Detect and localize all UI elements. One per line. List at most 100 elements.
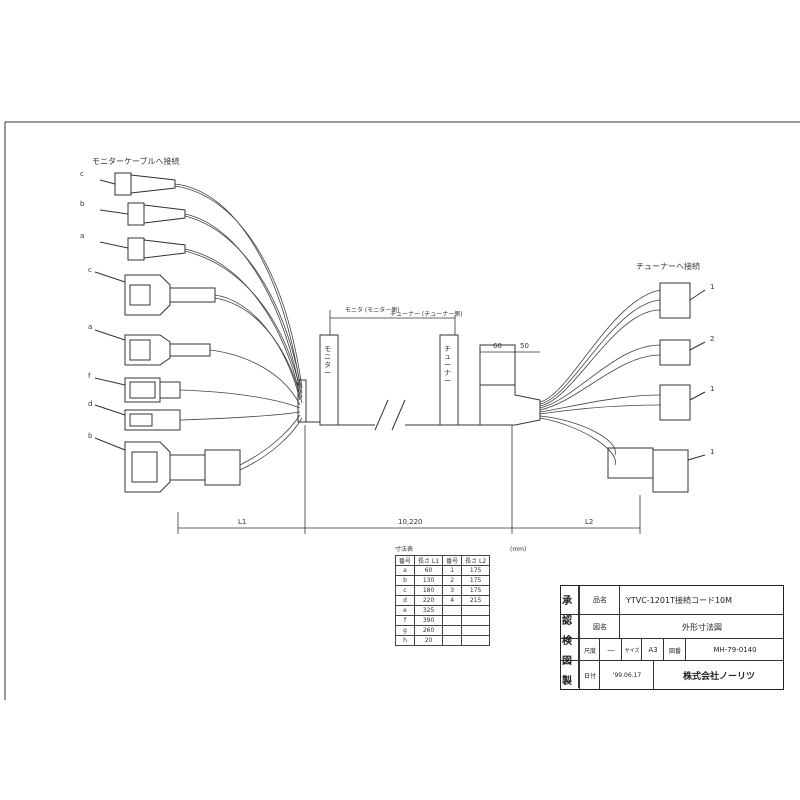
table-cell: 2 <box>442 575 463 586</box>
right-connector-label: 1 <box>710 385 715 393</box>
multipin-connector-4 <box>94 404 181 431</box>
size-label: サイズ <box>621 639 642 661</box>
table-cell: 390 <box>414 615 444 626</box>
table-header: 番号 <box>394 555 416 566</box>
table-cell: 4 <box>442 595 463 606</box>
title-side-column <box>560 585 579 688</box>
table-cell: d <box>394 595 416 606</box>
dim-50: 50 <box>520 342 529 350</box>
table-header: 番号 <box>442 555 463 566</box>
right-connector-1 <box>659 282 706 319</box>
left-wire-bundle <box>174 183 303 471</box>
number-label: 図番 <box>663 639 686 661</box>
table-cell <box>461 615 491 626</box>
right-connector-2 <box>659 339 706 366</box>
drawing-label: 図名 <box>579 615 620 639</box>
company-row: 日付 '99.06.17 株式会社ノーリツ <box>561 660 783 690</box>
table-cell: 3 <box>442 585 463 596</box>
table-header: 長さ L1 <box>414 555 444 566</box>
length-l2: L2 <box>585 518 594 526</box>
table-cell: 175 <box>461 585 491 596</box>
table-cell: 325 <box>414 605 444 616</box>
drawing-name: 外形寸法図 <box>619 615 784 639</box>
title-block: 品名 YTVC-1201T接続コード10M 図名 外形寸法図 尺度 ― サイズ … <box>560 585 784 690</box>
multipin-connector-5 <box>94 437 241 493</box>
dimension-lines <box>177 310 641 534</box>
right-connector-label: 2 <box>710 335 715 343</box>
rca-connector-3 <box>99 237 186 261</box>
product-name: YTVC-1201T接続コード10M <box>619 586 790 614</box>
table-cell: c <box>394 585 416 596</box>
info-row: 尺度 ― サイズ A3 図番 MH-79-0140 <box>561 638 783 661</box>
rca-connector-1 <box>99 172 176 196</box>
multipin-connector-1 <box>94 271 216 316</box>
date-label: 日付 <box>579 661 600 690</box>
table-cell <box>442 625 463 636</box>
left-connector-label: b <box>80 200 85 208</box>
product-row: 品名 YTVC-1201T接続コード10M <box>561 586 783 614</box>
side-char: 図 <box>562 656 572 667</box>
main-cable <box>297 334 541 431</box>
side-char: 承 <box>562 596 572 607</box>
right-connector-4 <box>607 447 706 493</box>
company-name: 株式会社ノーリツ <box>653 661 784 690</box>
tuner-block-label: チューナー <box>444 345 451 385</box>
table-cell: 1 <box>442 565 463 576</box>
table-cell: 175 <box>461 575 491 586</box>
tuner-box-top <box>479 344 516 386</box>
drawing-row: 図名 外形寸法図 <box>561 614 783 639</box>
table-header: 長さ L2 <box>461 555 491 566</box>
table-cell: b <box>394 575 416 586</box>
table-cell: g <box>394 625 416 636</box>
table-cell: 130 <box>414 575 444 586</box>
monitor-side-label: モニタ (モニター側) <box>345 307 400 314</box>
table-cell <box>461 605 491 616</box>
length-l1: L1 <box>238 518 247 526</box>
table-cell <box>461 635 491 646</box>
right-connector-label: 1 <box>710 448 715 456</box>
left-connector-label: a <box>88 323 93 331</box>
table-cell <box>461 625 491 636</box>
left-connector-label: a <box>80 232 85 240</box>
left-connector-label: d <box>88 400 93 408</box>
monitor-block-label: モニター <box>324 345 331 377</box>
table-cell: 180 <box>414 585 444 596</box>
table-cell: 20 <box>414 635 444 646</box>
monitor-cable-label: モニターケーブルへ接続 <box>92 157 180 166</box>
right-wire-bundle <box>539 289 661 466</box>
tuner-tube <box>439 334 459 426</box>
right-connectors <box>607 282 706 493</box>
rca-connector-2 <box>99 202 186 226</box>
left-connector-label: c <box>80 170 84 178</box>
monitor-tube <box>319 334 339 426</box>
table-cell: f <box>394 615 416 626</box>
table-cell: a <box>394 565 416 576</box>
left-connector-label: b <box>88 432 93 440</box>
tuner-connect-label: チューナーへ接続 <box>636 262 700 271</box>
side-char: 検 <box>562 636 572 647</box>
table-cell: 260 <box>414 625 444 636</box>
dim-table-unit: (mm) <box>510 546 527 553</box>
left-connector-label: f <box>88 372 91 380</box>
dim-table-caption: 寸法表 <box>395 546 414 553</box>
table-cell: 220 <box>414 595 444 606</box>
right-connector-label: 1 <box>710 283 715 291</box>
left-connector-label: c <box>88 266 92 274</box>
table-cell: h <box>394 635 416 646</box>
scale-value: ― <box>599 639 622 661</box>
left-connectors <box>94 172 241 493</box>
dim-60: 60 <box>493 342 502 350</box>
product-name-label: 品名 <box>579 586 620 614</box>
side-char: 認 <box>562 616 572 627</box>
length-mid: 10,220 <box>398 518 423 526</box>
table-cell: 215 <box>461 595 491 606</box>
scale-label: 尺度 <box>579 639 600 661</box>
